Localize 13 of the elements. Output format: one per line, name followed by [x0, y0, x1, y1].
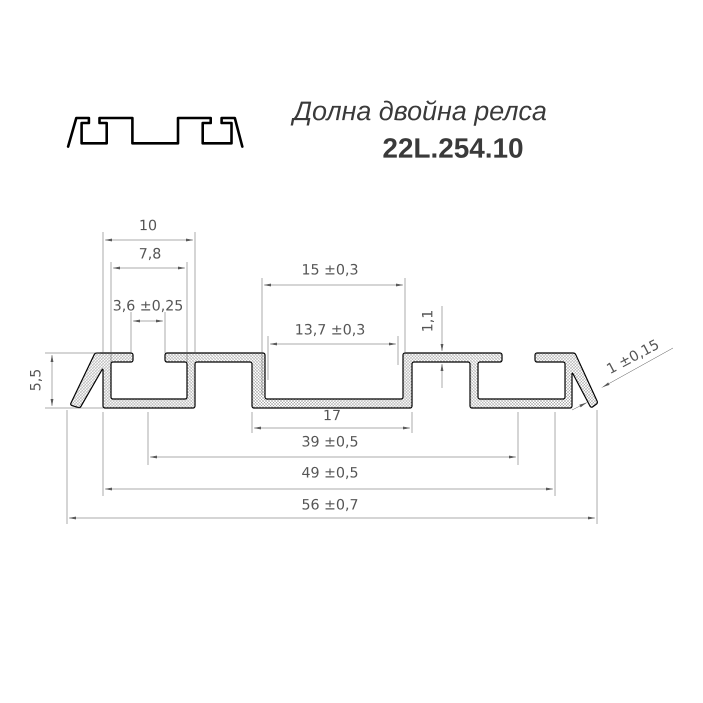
dimension-text: 3,6 ±0,25: [114, 300, 182, 312]
dimension-text: 49 ±0,5: [302, 466, 358, 480]
title: Долна двойна релса: [290, 100, 546, 126]
dimension-text: 56 ±0,7: [302, 498, 358, 512]
dimension-text: 13,7 ±0,3: [296, 324, 364, 336]
part-number: 22L.254.10: [383, 138, 522, 158]
dimension-text: 17: [324, 410, 340, 420]
dimension-text: 7,8: [140, 248, 160, 260]
dimension-text: 15 ±0,3: [303, 264, 358, 276]
dimension-text: 39 ±0,5: [302, 436, 358, 448]
dimension-text: 5,5: [30, 370, 42, 390]
dimension-text: 1,1: [422, 311, 434, 331]
dimension-text: 10: [140, 220, 156, 230]
